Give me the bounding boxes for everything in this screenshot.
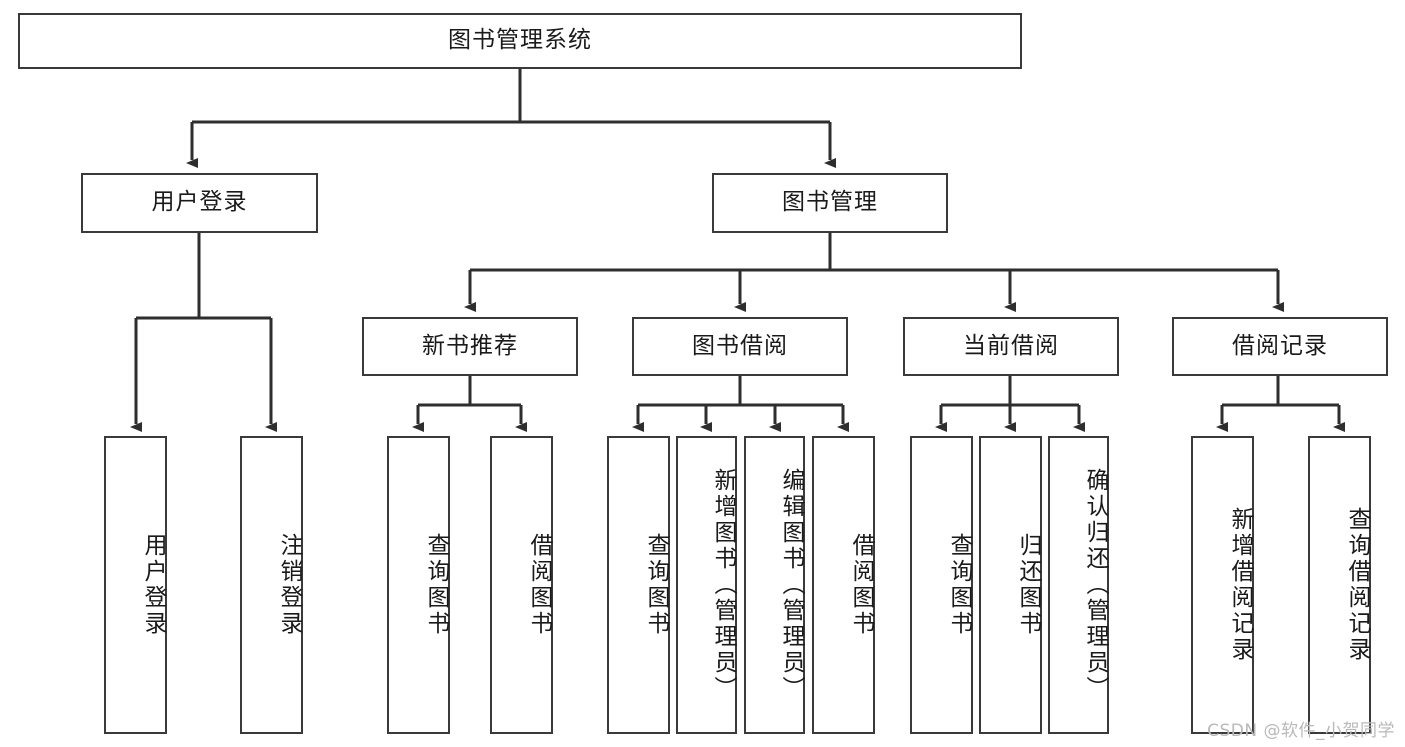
node-label: 新书推荐 (422, 332, 518, 359)
node-current-borrow[interactable]: 当前借阅 (903, 317, 1119, 376)
leaf-query-book-borrow[interactable]: 查询图书 (607, 436, 670, 734)
node-borrow-record[interactable]: 借阅记录 (1172, 317, 1388, 376)
node-label: 用户登录 (151, 189, 248, 216)
leaf-query-book-recommend[interactable]: 查询图书 (387, 436, 450, 734)
node-label: 新增借阅记录 (1227, 507, 1253, 663)
leaf-query-borrow-record[interactable]: 查询借阅记录 (1308, 436, 1371, 734)
leaf-add-borrow-record[interactable]: 新增借阅记录 (1191, 436, 1254, 734)
node-book-borrow[interactable]: 图书借阅 (632, 317, 848, 376)
node-label: 当前借阅 (963, 332, 1059, 359)
leaf-confirm-return-admin[interactable]: 确认归还（管理员） (1048, 436, 1109, 734)
leaf-borrow-book[interactable]: 借阅图书 (812, 436, 875, 734)
leaf-borrow-book-recommend[interactable]: 借阅图书 (490, 436, 553, 734)
node-label: 查询图书 (643, 533, 669, 637)
node-new-book-recommend[interactable]: 新书推荐 (362, 317, 578, 376)
node-label: 确认归还（管理员） (1082, 468, 1108, 702)
node-label: 归还图书 (1015, 533, 1041, 637)
node-label: 图书管理系统 (448, 27, 592, 54)
node-label: 注销登录 (276, 533, 302, 637)
node-label: 用户登录 (140, 533, 166, 637)
node-label: 查询图书 (423, 533, 449, 637)
node-label: 图书借阅 (692, 332, 788, 359)
node-label: 查询图书 (946, 533, 972, 637)
leaf-return-book[interactable]: 归还图书 (979, 436, 1042, 734)
node-user-login[interactable]: 用户登录 (81, 173, 318, 233)
leaf-edit-book-admin[interactable]: 编辑图书（管理员） (744, 436, 805, 734)
leaf-user-login[interactable]: 用户登录 (104, 436, 167, 734)
node-label: 新增图书（管理员） (710, 468, 736, 702)
node-label: 查询借阅记录 (1344, 507, 1370, 663)
node-book-management[interactable]: 图书管理 (712, 173, 948, 233)
leaf-query-book-current[interactable]: 查询图书 (910, 436, 973, 734)
node-label: 借阅图书 (848, 533, 874, 637)
leaf-add-book-admin[interactable]: 新增图书（管理员） (676, 436, 737, 734)
node-label: 借阅图书 (526, 533, 552, 637)
node-label: 编辑图书（管理员） (778, 468, 804, 702)
node-label: 图书管理 (782, 189, 878, 216)
node-label: 借阅记录 (1232, 332, 1328, 359)
node-root-system[interactable]: 图书管理系统 (18, 13, 1022, 69)
leaf-logout[interactable]: 注销登录 (240, 436, 303, 734)
